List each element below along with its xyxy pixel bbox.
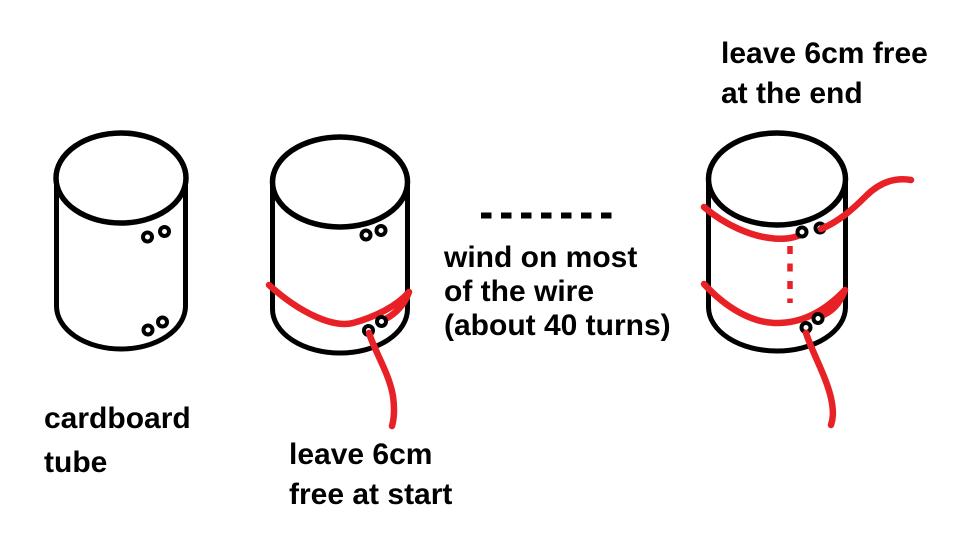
wire-start-label-line2: free at start xyxy=(289,478,453,511)
wind-instruction-label: wind on most of the wire (about 40 turns… xyxy=(444,241,671,343)
tube-1-upper-hole-left xyxy=(141,230,154,244)
tube-3-bottom-arc xyxy=(706,304,848,354)
tube-2-upper-hole-left xyxy=(359,228,373,242)
wire-start-label: leave 6cm free at start xyxy=(289,435,452,515)
cardboard-tube-label-line2: tube xyxy=(44,446,108,479)
cardboard-tube-label: cardboard tube xyxy=(44,397,191,485)
wire-start-label-line1: leave 6cm xyxy=(289,438,433,471)
tube-2-lower-hole-right xyxy=(375,315,388,328)
tube-2-top-ellipse xyxy=(269,134,411,230)
tube-3-upper-hole-left xyxy=(795,225,809,239)
tube-1-lower-hole-left xyxy=(141,323,155,337)
wire-end-label-line1: leave 6cm free xyxy=(721,37,928,70)
tube-1-plain xyxy=(53,130,189,352)
tube-1-lower-hole-right xyxy=(156,315,169,329)
cardboard-tube-label-line1: cardboard xyxy=(44,402,191,435)
tube-3-top-ellipse xyxy=(705,130,849,228)
start-wire-loop xyxy=(265,281,413,328)
tube-2-wire-start xyxy=(265,134,413,430)
end-wire-bottom-turn xyxy=(700,280,849,327)
end-wire-top-turn xyxy=(700,203,804,243)
wind-instruction-line3: (about 40 turns) xyxy=(444,309,671,342)
tube-1-bottom-arc xyxy=(54,303,188,352)
tube-2-upper-hole-right xyxy=(374,224,388,237)
end-wire-tail xyxy=(802,329,837,429)
wind-instruction-line2: of the wire xyxy=(444,275,595,308)
wind-instruction-line1: wind on most xyxy=(444,241,638,274)
tube-1-upper-hole-right xyxy=(158,225,171,238)
wire-end-label-line2: at the end xyxy=(721,77,863,110)
wire-end-label: leave 6cm free at the end xyxy=(721,34,928,114)
tube-3-lower-hole-right xyxy=(811,312,825,325)
tube-3-wound-coil xyxy=(700,130,915,429)
end-wire-exit xyxy=(817,176,915,233)
tube-1-top-ellipse xyxy=(53,130,189,226)
start-wire-tail xyxy=(365,329,398,430)
tube-2-bottom-arc xyxy=(270,306,410,356)
